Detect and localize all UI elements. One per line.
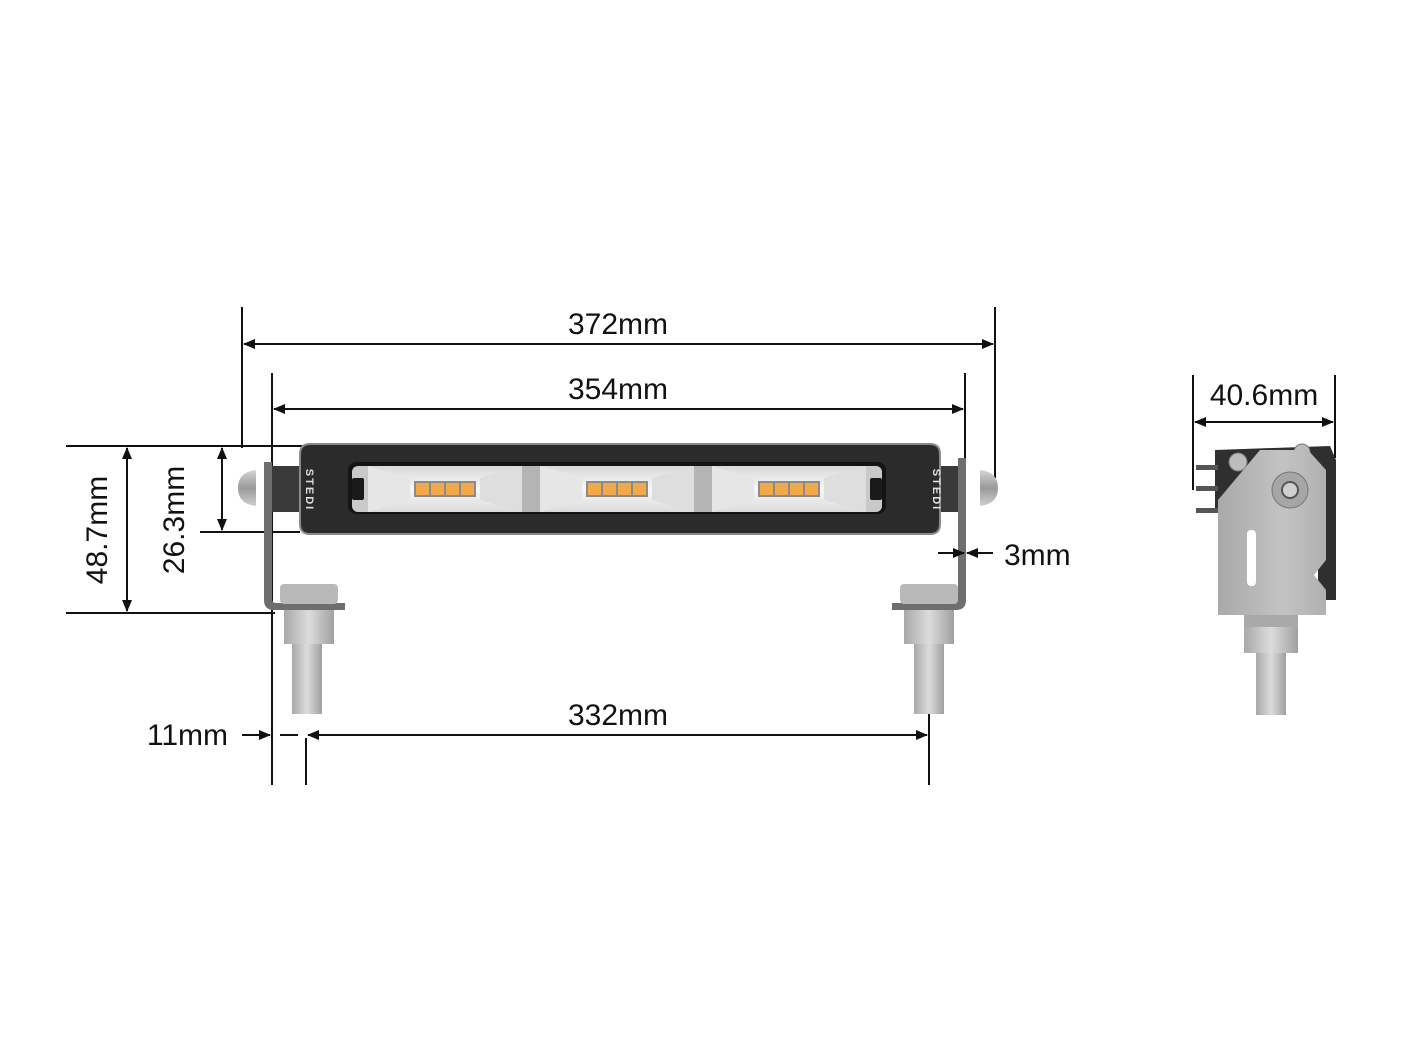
led-module-1	[368, 466, 522, 512]
overall-height-label: 48.7mm	[81, 476, 114, 584]
side-view: 40.6mm	[1192, 375, 1336, 715]
bolt-offset-label: 11mm	[147, 719, 228, 752]
dimension-lines	[122, 339, 994, 740]
extension-lines	[66, 307, 996, 785]
led-module-2	[540, 466, 694, 512]
left-end-cap	[238, 470, 256, 506]
led-module-3	[712, 466, 866, 512]
depth-label: 40.6mm	[1210, 379, 1318, 412]
housing-height-label: 26.3mm	[158, 466, 191, 574]
housing-length-label: 354mm	[568, 373, 668, 406]
brand-label-left: STEDI	[303, 469, 315, 511]
overall-length-label: 372mm	[568, 308, 668, 341]
brand-label-right: STEDI	[930, 469, 942, 511]
right-bracket	[892, 458, 966, 714]
bracket-thickness-label: 3mm	[1004, 539, 1071, 572]
light-bar: STEDI STEDI	[238, 443, 998, 535]
right-end-cap	[980, 470, 998, 506]
bolt-spacing-label: 332mm	[568, 699, 668, 732]
left-bracket	[264, 462, 345, 714]
